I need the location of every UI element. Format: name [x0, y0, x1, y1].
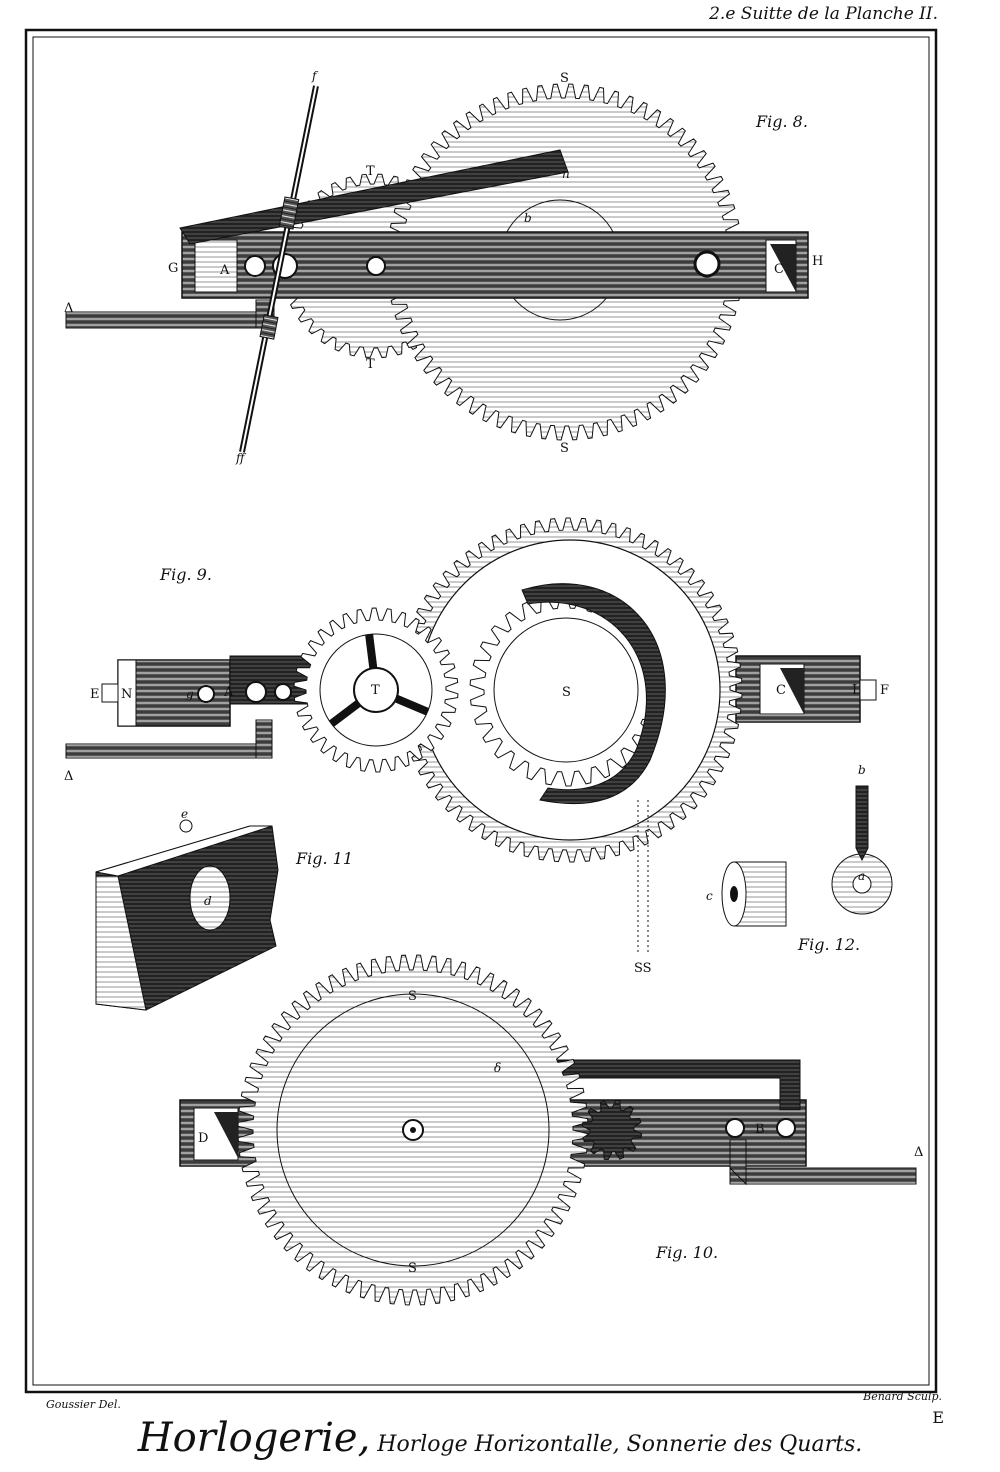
- plate-border-outer: [24, 28, 938, 1394]
- svg-text:δ: δ: [494, 1061, 501, 1075]
- figure-8: Fig. 8. S S T T G A H C n b f ff Δ: [64, 69, 823, 465]
- svg-text:T: T: [366, 164, 375, 179]
- svg-text:D: D: [198, 1131, 208, 1146]
- plate-letter: E: [932, 1408, 944, 1427]
- svg-text:H: H: [812, 254, 823, 269]
- svg-text:Δ: Δ: [914, 1145, 923, 1160]
- svg-text:E: E: [90, 687, 100, 702]
- plate-caption: Horlogerie, Horloge Horizontalle, Sonner…: [0, 1415, 1000, 1461]
- svg-text:T: T: [371, 683, 380, 698]
- figure-11: Fig. 11 e d: [95, 807, 353, 1011]
- figure-10: Fig. 10. D B δ S S Δ: [179, 954, 923, 1306]
- svg-text:S: S: [562, 685, 571, 700]
- svg-text:T: T: [366, 357, 375, 372]
- svg-text:e: e: [181, 807, 188, 821]
- caption-subtitle: Horloge Horizontalle, Sonnerie des Quart…: [377, 1432, 863, 1457]
- fig12-screw: [855, 785, 869, 862]
- svg-text:n: n: [562, 167, 570, 181]
- svg-text:d: d: [204, 894, 212, 908]
- fig10-arbor-bar: [729, 1167, 917, 1185]
- fig8-lever: [179, 149, 569, 245]
- svg-text:C: C: [776, 683, 786, 698]
- svg-text:N: N: [121, 687, 132, 702]
- drawn-by-credit: Goussier Del.: [46, 1398, 121, 1411]
- fig9-title: Fig. 9.: [159, 565, 212, 584]
- svg-text:b: b: [524, 211, 532, 225]
- svg-text:B: B: [755, 1122, 765, 1137]
- svg-text:S: S: [408, 1261, 417, 1276]
- figure-12: Fig. 12. b c a: [706, 763, 893, 954]
- fig10-pinion-wheel: [581, 1099, 643, 1161]
- fig12-title: Fig. 12.: [797, 935, 860, 954]
- svg-text:S: S: [408, 989, 417, 1004]
- fig10-title: Fig. 10.: [655, 1243, 718, 1262]
- svg-text:a: a: [858, 869, 865, 883]
- fig8-title: Fig. 8.: [755, 112, 808, 131]
- svg-text:F: F: [880, 683, 889, 698]
- fig11-title: Fig. 11: [295, 849, 353, 868]
- svg-text:A: A: [219, 263, 230, 278]
- svg-text:S: S: [560, 441, 569, 456]
- svg-text:c: c: [706, 889, 713, 903]
- plate-border-inner: [32, 36, 930, 1386]
- svg-text:L: L: [852, 683, 861, 698]
- svg-text:f: f: [311, 69, 319, 83]
- svg-text:b: b: [858, 763, 866, 777]
- plate-reference: 2.e Suitte de la Planche II.: [709, 4, 938, 24]
- svg-text:C: C: [774, 262, 784, 277]
- svg-text:Δ: Δ: [64, 769, 73, 784]
- fig9-arbor-bar: [65, 743, 267, 759]
- svg-text:S: S: [560, 71, 569, 86]
- figure-9: Fig. 9. E N g A T S C L F Δ SS: [64, 517, 889, 976]
- svg-text:Δ: Δ: [64, 301, 73, 316]
- svg-text:ff: ff: [235, 451, 247, 465]
- caption-main: Horlogerie,: [137, 1415, 371, 1461]
- svg-text:g: g: [186, 687, 194, 701]
- svg-text:SS: SS: [634, 961, 652, 976]
- fig9-snail-arm: [521, 583, 666, 805]
- fig8-arbor-bar: [65, 311, 257, 329]
- svg-text:A: A: [223, 685, 234, 700]
- engraved-by-credit: Benard Sculp.: [863, 1390, 942, 1403]
- svg-text:G: G: [168, 261, 178, 276]
